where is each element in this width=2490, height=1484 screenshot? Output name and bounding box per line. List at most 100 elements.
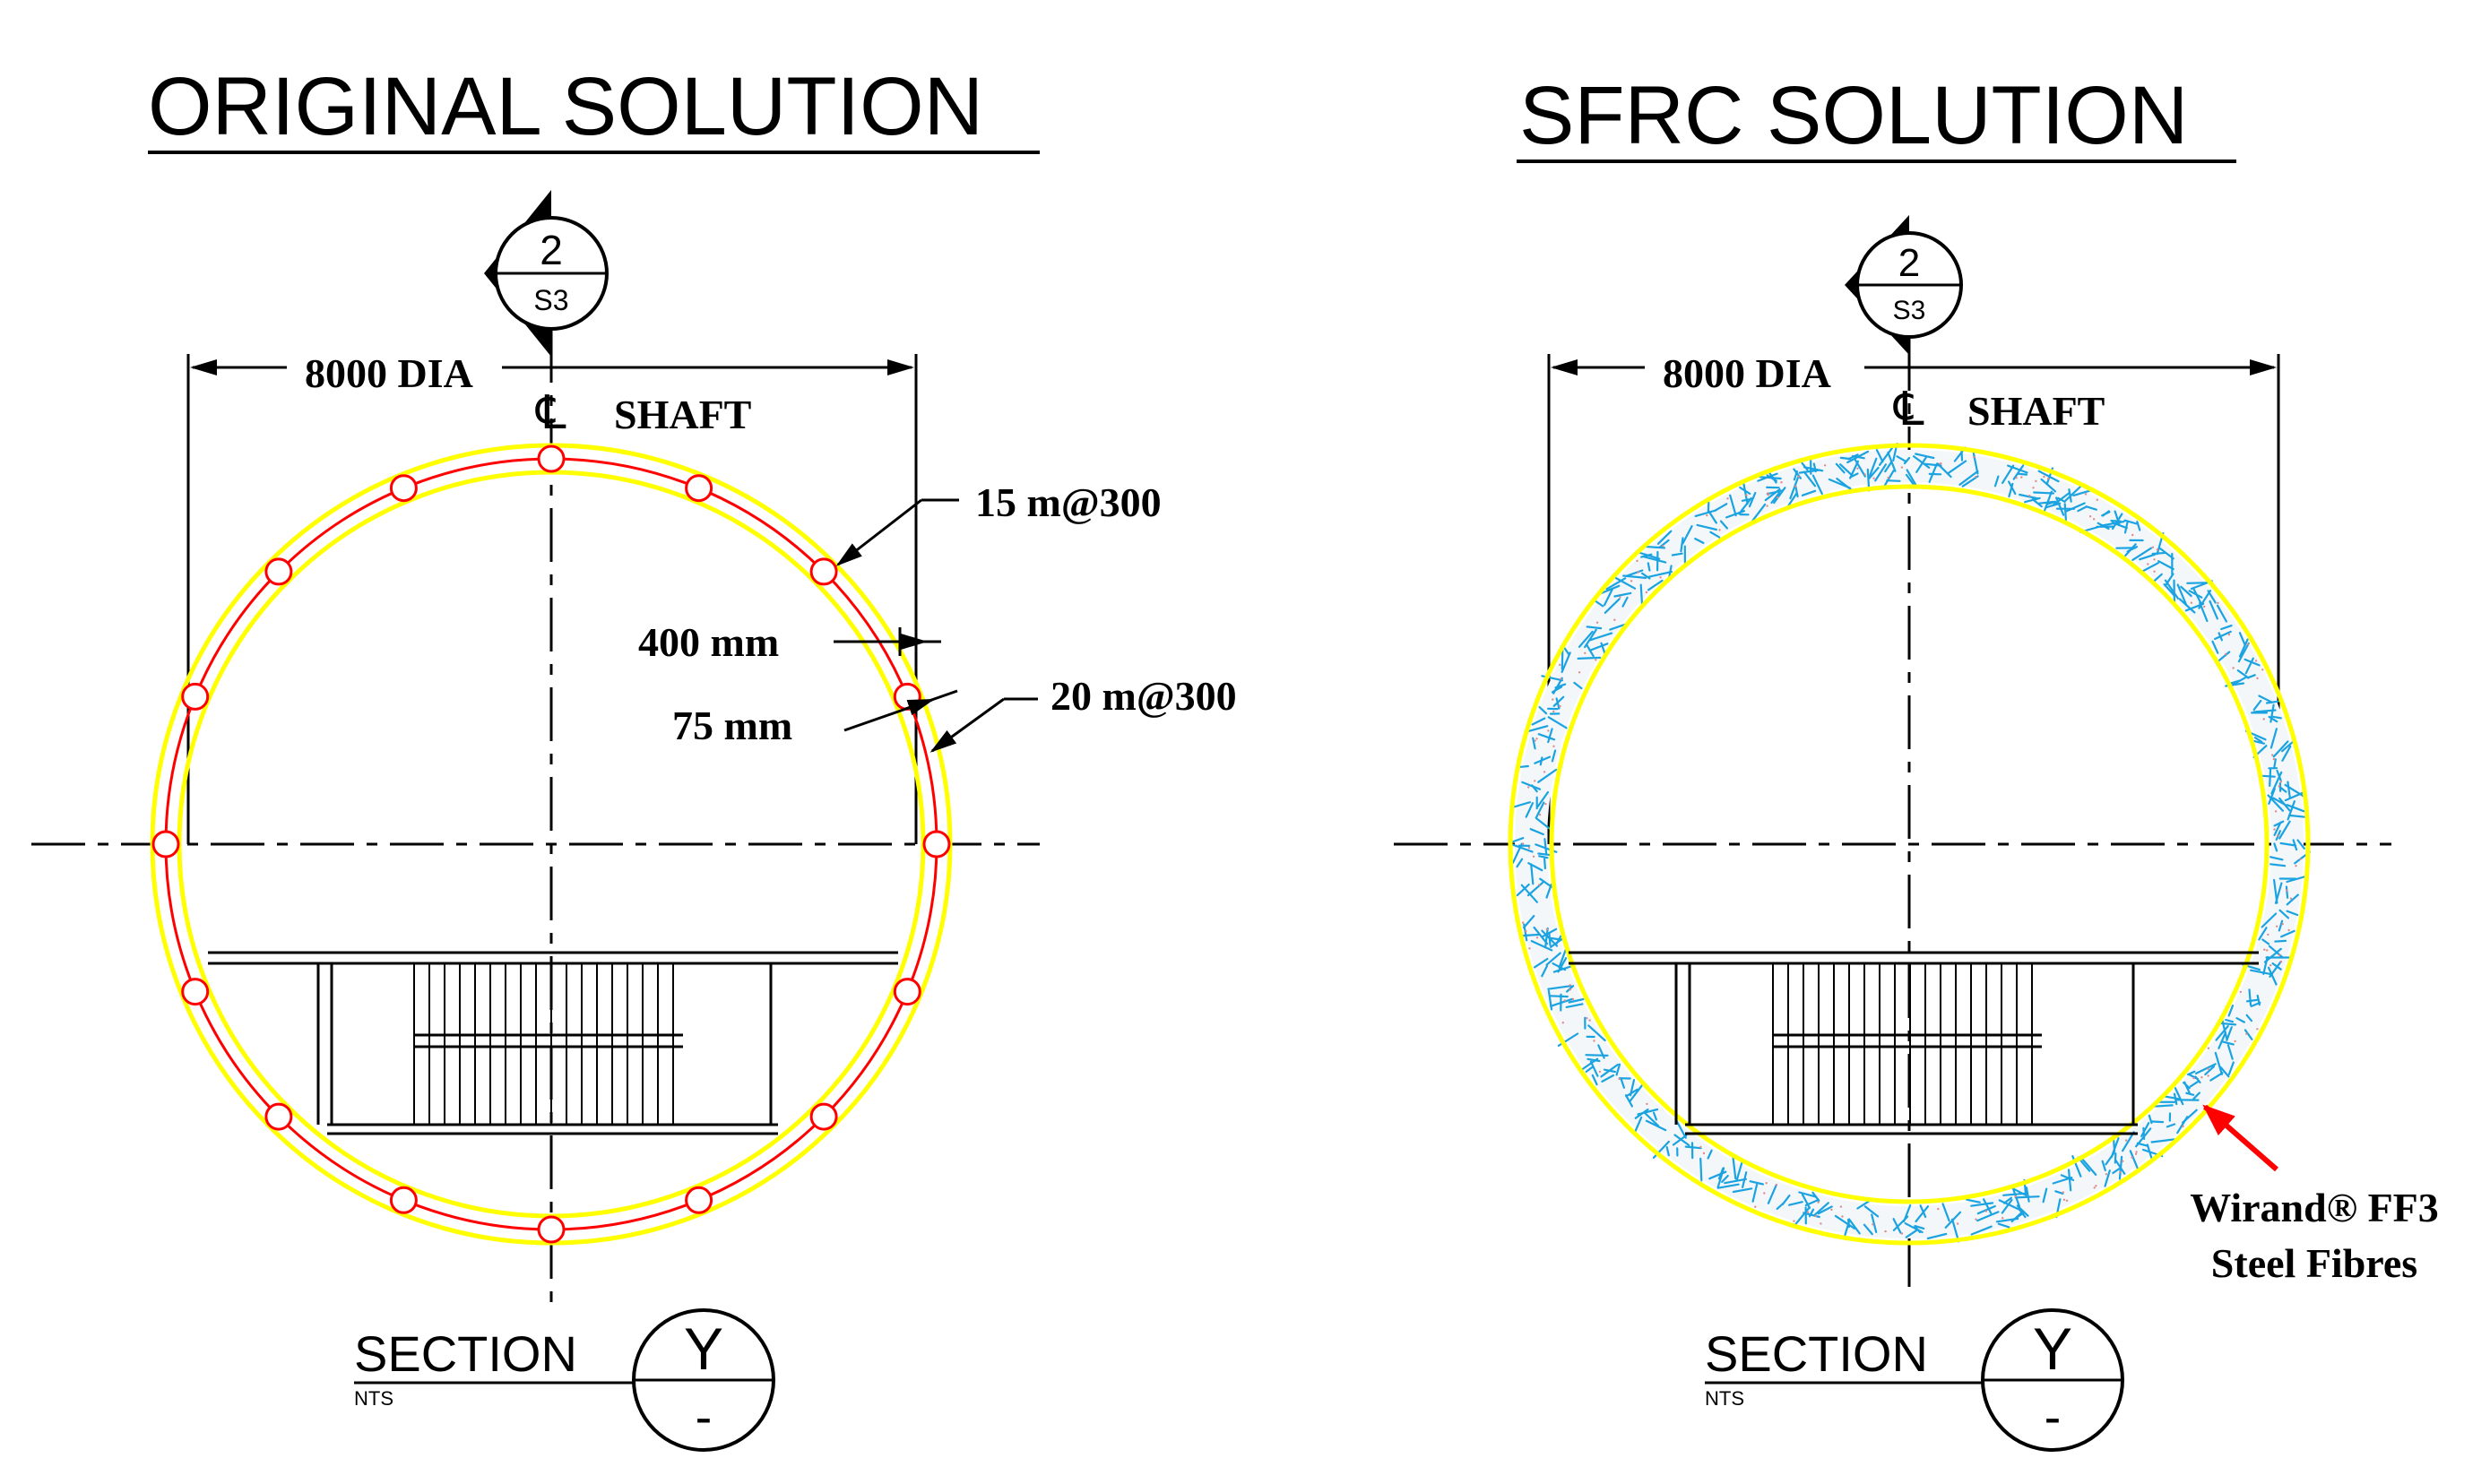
rebar-bar	[264, 1102, 293, 1131]
aggregate-dot	[2124, 1139, 2128, 1142]
steel-fibre	[2270, 728, 2278, 749]
steel-fibre	[1594, 600, 1604, 608]
steel-fibre	[1759, 476, 1782, 480]
aggregate-dot	[1817, 1201, 1820, 1204]
steel-fibre	[1588, 643, 1609, 652]
aggregate-dot	[2207, 1074, 2209, 1077]
aggregate-dot	[2035, 479, 2037, 483]
aggregate-dot	[1547, 729, 1550, 732]
steel-fibre	[1846, 450, 1870, 464]
steel-fibre	[1614, 576, 1637, 590]
aggregate-dot	[1552, 710, 1555, 713]
steel-fibre	[2284, 790, 2307, 802]
rebar-bar	[922, 830, 951, 858]
steel-fibre	[1947, 460, 1967, 474]
aggregate-dot	[1726, 497, 1729, 500]
outer-wall-outline	[1508, 443, 2311, 1246]
steel-fibre	[1804, 1198, 1820, 1207]
steel-fibre	[1526, 881, 1544, 897]
steel-fibre	[1587, 1024, 1606, 1042]
steel-fibre	[1684, 1145, 1702, 1150]
shaft-label: SHAFT	[614, 392, 751, 437]
steel-fibre	[2262, 955, 2269, 976]
steel-fibre	[1551, 686, 1563, 694]
aggregate-dot	[1521, 921, 1525, 924]
aggregate-dot	[2270, 754, 2274, 756]
steel-fibre	[1591, 1074, 1598, 1086]
aggregate-dot	[2153, 558, 2156, 561]
steel-fibre	[1538, 855, 1549, 859]
aggregate-dot	[2028, 495, 2031, 497]
steel-fibre	[1600, 1063, 1620, 1078]
aggregate-dot	[2182, 1125, 2184, 1128]
aggregate-dot	[1863, 473, 1866, 476]
steel-fibre	[2252, 739, 2265, 745]
steel-fibre	[2150, 1138, 2175, 1143]
steel-fibre	[1547, 985, 1572, 990]
aggregate-dot	[2272, 757, 2276, 761]
steel-fibre	[2131, 547, 2152, 562]
steel-fibre	[2019, 493, 2039, 500]
rebar-bar	[685, 1186, 713, 1214]
section-letter: Y	[684, 1316, 723, 1382]
steel-fibre	[1587, 1057, 1601, 1063]
aggregate-dot	[1984, 1210, 1987, 1212]
steel-fibre	[2017, 472, 2028, 476]
steel-fibre	[1719, 520, 1729, 530]
aggregate-dot	[2093, 1186, 2096, 1189]
steel-fibre	[2194, 1063, 2217, 1075]
steel-fibre	[2141, 562, 2159, 573]
aggregate-dot	[1839, 1205, 1843, 1208]
steel-fibre	[1966, 1198, 1981, 1204]
steel-fibre	[1523, 923, 1528, 942]
aggregate-dot	[1937, 1207, 1940, 1211]
section-marker: 2 S3	[484, 190, 609, 357]
aggregate-dot	[2105, 1173, 2108, 1176]
aggregate-dot	[1636, 559, 1638, 563]
section-marker-sheet: S3	[533, 284, 568, 316]
fibre-label-line1: Wirand® FF3	[2190, 1185, 2439, 1230]
steel-fibre	[2101, 511, 2111, 517]
aggregate-dot	[1532, 855, 1535, 858]
steel-fibre	[2287, 799, 2295, 821]
steel-fibre	[1529, 828, 1544, 836]
steel-fibre	[1535, 801, 1545, 819]
steel-fibre	[2278, 820, 2291, 840]
aggregate-dot	[1841, 1215, 1844, 1218]
steel-fibre	[1533, 926, 1549, 945]
steel-fibre	[1915, 453, 1935, 460]
steel-fibre	[1589, 1060, 1599, 1077]
steel-fibre	[2252, 709, 2277, 713]
steel-fibre	[2248, 988, 2252, 1006]
steel-fibre	[1547, 728, 1553, 744]
steel-fibre	[1637, 1108, 1659, 1116]
steel-fibre	[1976, 1211, 2000, 1222]
steel-fibre	[1708, 510, 1717, 524]
steel-fibre	[1903, 456, 1911, 465]
aggregate-dot	[1646, 1102, 1648, 1106]
aggregate-dot	[2278, 785, 2280, 788]
aggregate-dot	[1797, 475, 1800, 478]
steel-fibre	[1672, 1134, 1688, 1146]
aggregate-dot	[1630, 580, 1633, 582]
steel-fibre	[1724, 1178, 1748, 1185]
steel-fibre	[1801, 1193, 1811, 1210]
steel-fibre	[1621, 596, 1629, 608]
steel-fibre	[1879, 446, 1894, 466]
steel-fibre	[1847, 1218, 1861, 1235]
aggregate-dot	[1527, 786, 1530, 789]
steel-fibre	[1550, 936, 1563, 941]
aggregate-dot	[1595, 621, 1599, 624]
steel-fibre	[2163, 582, 2175, 597]
aggregate-dot	[2151, 546, 2155, 548]
steel-fibre	[1668, 565, 1673, 579]
steel-fibre	[2244, 657, 2254, 675]
steel-fibre	[1629, 1082, 1645, 1103]
steel-fibre	[1849, 460, 1859, 479]
aggregate-dot	[1586, 1017, 1588, 1020]
steel-fibre	[2270, 715, 2282, 720]
aggregate-dot	[1780, 481, 1783, 484]
steel-fibre	[2207, 590, 2217, 604]
steel-fibre	[1547, 716, 1568, 729]
steel-fibre	[1976, 1204, 1996, 1215]
